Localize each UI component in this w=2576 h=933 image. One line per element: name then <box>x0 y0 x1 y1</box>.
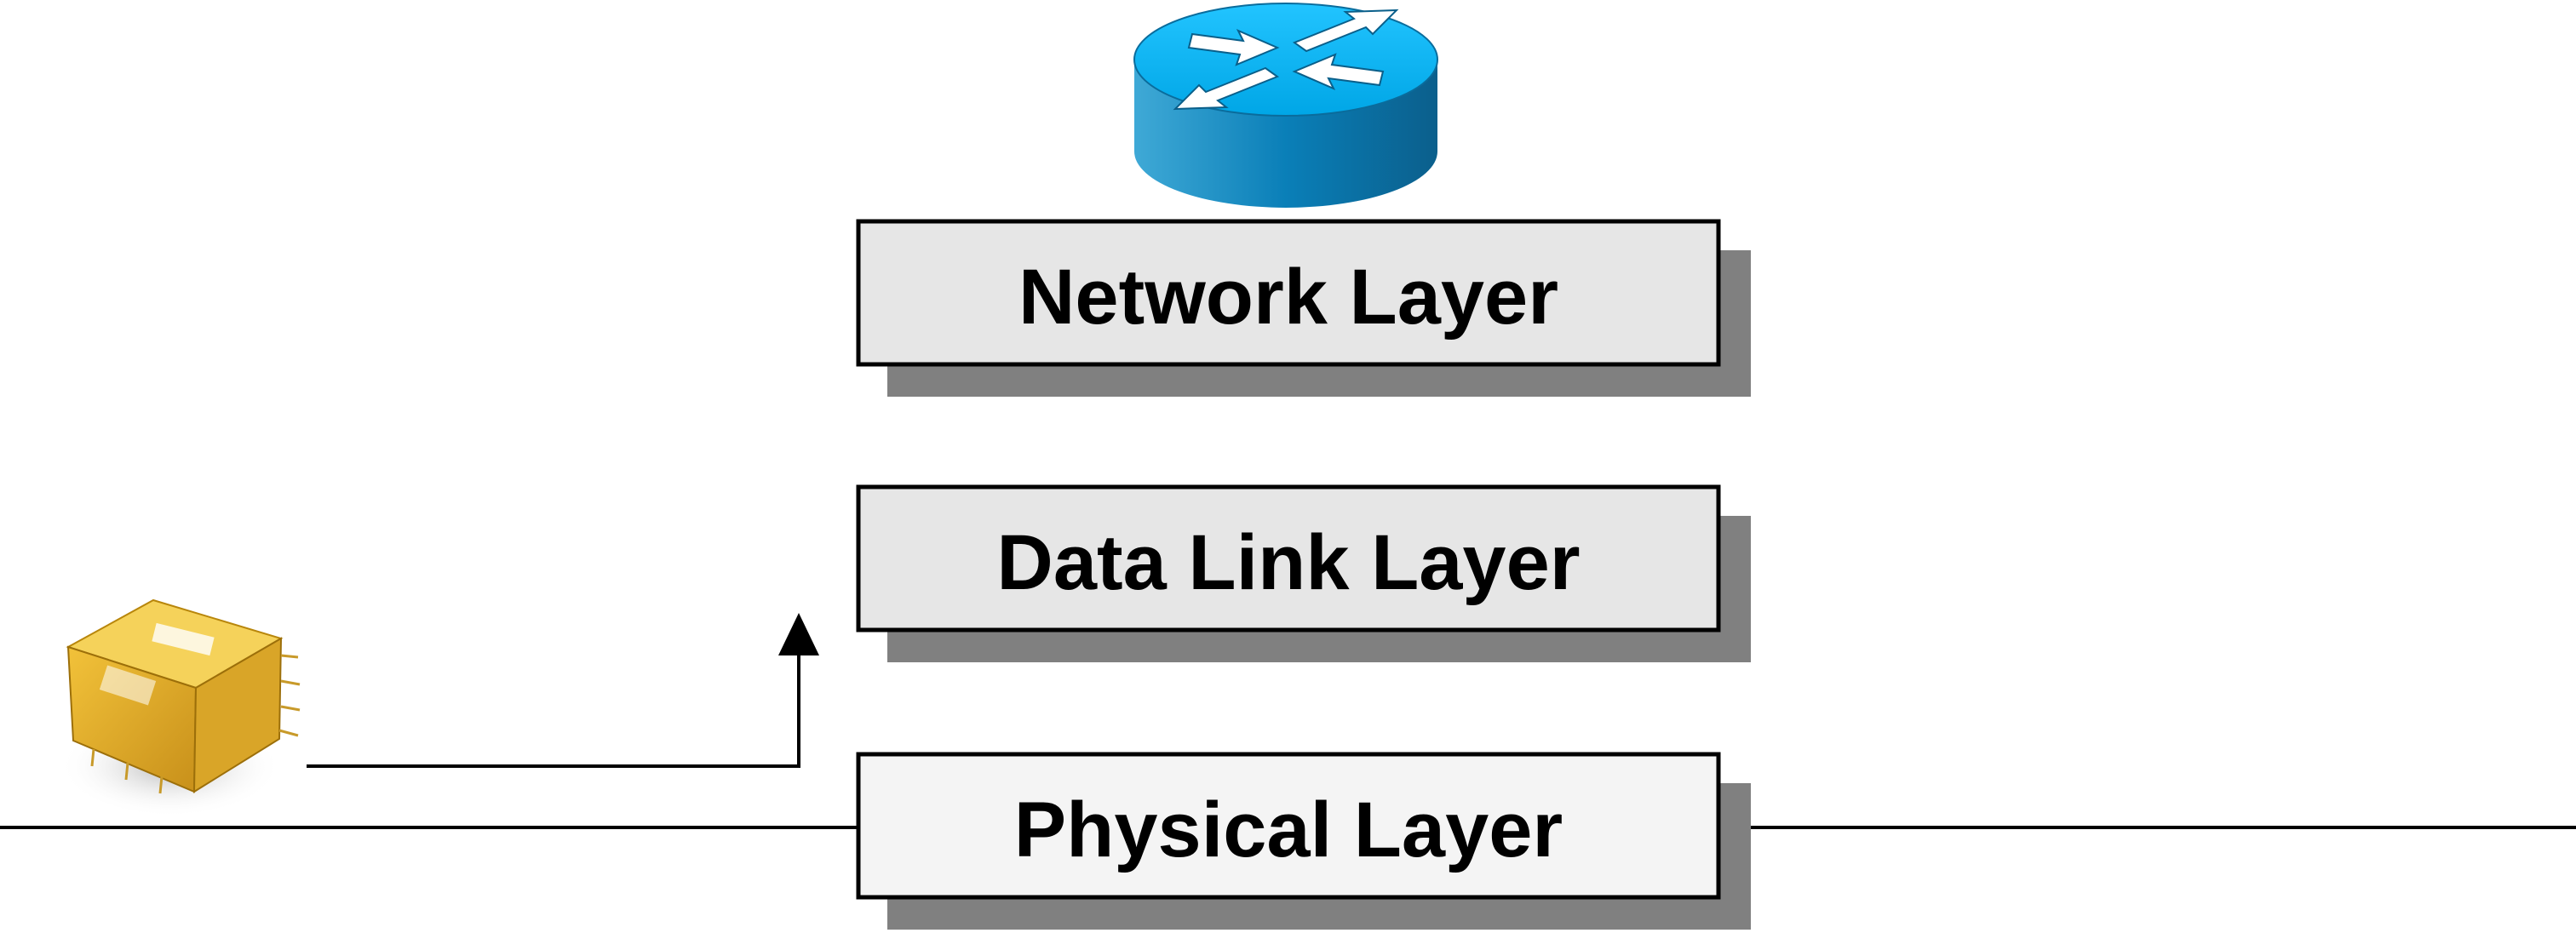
physical-layer-label: Physical Layer <box>1014 787 1563 873</box>
data-link-layer-label: Data Link Layer <box>996 519 1580 606</box>
frame-arrow <box>307 613 819 768</box>
arrowhead-up <box>778 613 819 655</box>
physical-layer-box: Physical Layer <box>856 752 1751 930</box>
packet-box-icon <box>60 598 301 817</box>
data-link-layer-box: Data Link Layer <box>856 484 1751 662</box>
network-layer-label: Network Layer <box>1018 254 1558 341</box>
network-layer-panel <box>856 219 1721 367</box>
network-layer-box: Network Layer <box>856 219 1751 397</box>
router-icon <box>1133 3 1438 208</box>
physical-layer-panel <box>856 752 1721 900</box>
data-link-layer-panel <box>856 484 1721 632</box>
